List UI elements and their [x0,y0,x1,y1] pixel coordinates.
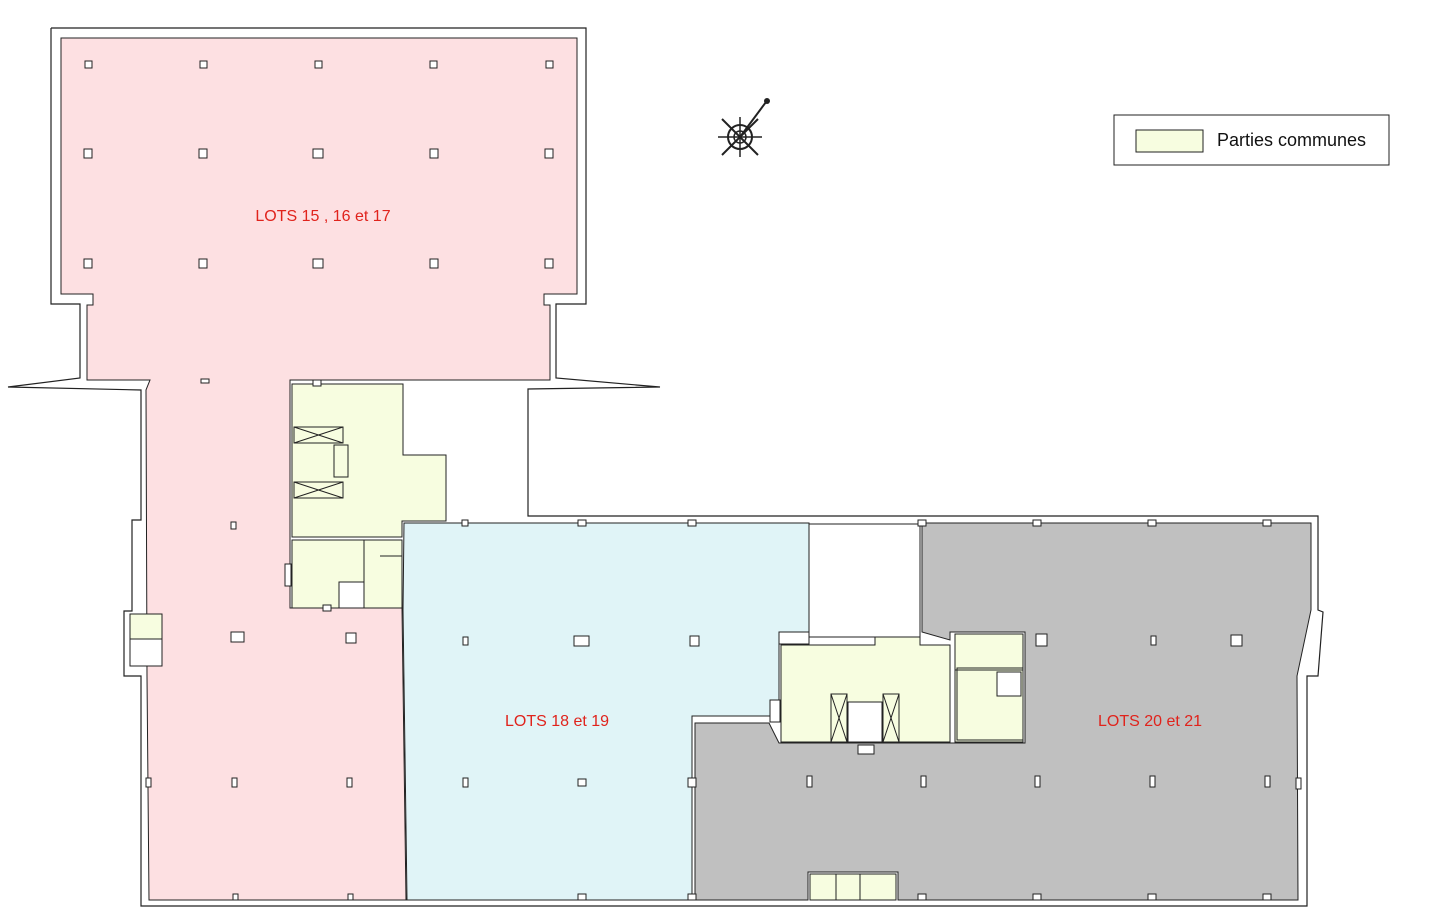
common-area-south-shafts[interactable] [809,873,897,901]
legend: Parties communes [1113,114,1390,166]
building-outline [7,27,1324,907]
elevator-shafts [293,426,900,743]
compass-rose-icon [718,98,770,157]
legend-swatch [1135,129,1204,153]
legend-label: Parties communes [1217,130,1366,150]
lot-label-15-16-17: LOTS 15 , 16 et 17 [255,208,390,225]
common-area-stair-core-north[interactable] [291,383,447,538]
common-area-details [129,444,1024,900]
lot-label-18-19: LOTS 18 et 19 [505,713,609,730]
lot-label-20-21: LOTS 20 et 21 [1098,713,1202,730]
structural-columns [83,60,1302,901]
lot-area-15-16-17[interactable] [60,37,578,901]
